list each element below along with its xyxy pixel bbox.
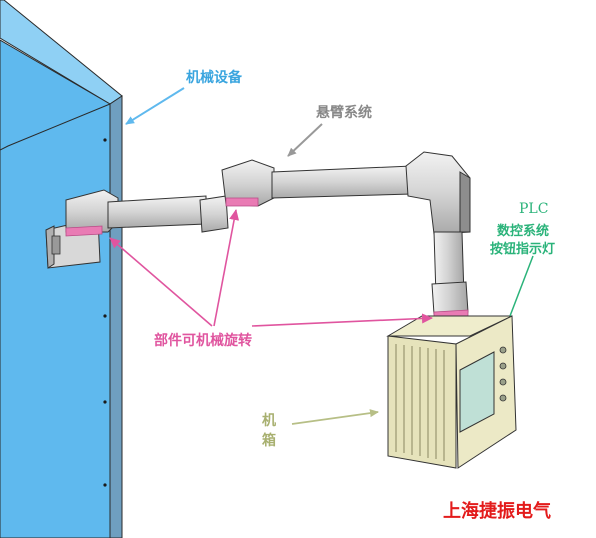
arm-joint-2-lower <box>199 195 229 233</box>
arm-corner-side <box>459 171 471 233</box>
machine-side-face <box>109 95 123 538</box>
arm-segment-2 <box>271 165 413 199</box>
arrow-rotate-1 <box>109 237 213 327</box>
arm-segment-1 <box>107 195 207 229</box>
label-cabinet-line1: 机 <box>262 413 276 429</box>
arrow-rotate-3 <box>251 313 433 327</box>
label-button-indicator: 按钮指示灯 <box>490 242 556 257</box>
arrow-cantilever <box>287 123 323 157</box>
label-machine-equipment: 机械设备 <box>186 70 242 86</box>
button-icon <box>499 346 507 354</box>
leader-arrows <box>109 87 534 425</box>
rotation-ring-1 <box>65 225 103 237</box>
cantilever-arm <box>65 151 471 323</box>
arrow-plc <box>509 255 534 317</box>
label-cnc-system: 数控系统 <box>497 224 550 239</box>
machine-edge-line <box>0 103 111 151</box>
button-icon <box>499 362 507 370</box>
button-icon <box>499 394 507 402</box>
arrow-machine <box>125 87 185 125</box>
brand-caption: 上海捷振电气 <box>443 501 551 522</box>
label-plc: PLC <box>519 201 549 217</box>
arm-joint-3 <box>431 281 469 315</box>
machine-equipment <box>0 0 123 538</box>
control-cabinet <box>386 315 517 469</box>
arrow-cabinet <box>291 409 379 425</box>
label-rotatable-parts: 部件可机械旋转 <box>154 333 252 349</box>
cabinet-screen <box>459 351 495 433</box>
machine-front-face <box>0 39 111 538</box>
rotation-ring-2 <box>225 197 259 207</box>
button-icon <box>499 378 507 386</box>
label-cantilever-system: 悬臂系统 <box>316 105 372 121</box>
cabinet-left-face <box>387 335 457 469</box>
arrow-rotate-2 <box>213 209 240 327</box>
label-cabinet-line2: 箱 <box>262 433 276 449</box>
cabinet-buttons <box>499 346 507 402</box>
cabinet-vents <box>395 344 445 461</box>
